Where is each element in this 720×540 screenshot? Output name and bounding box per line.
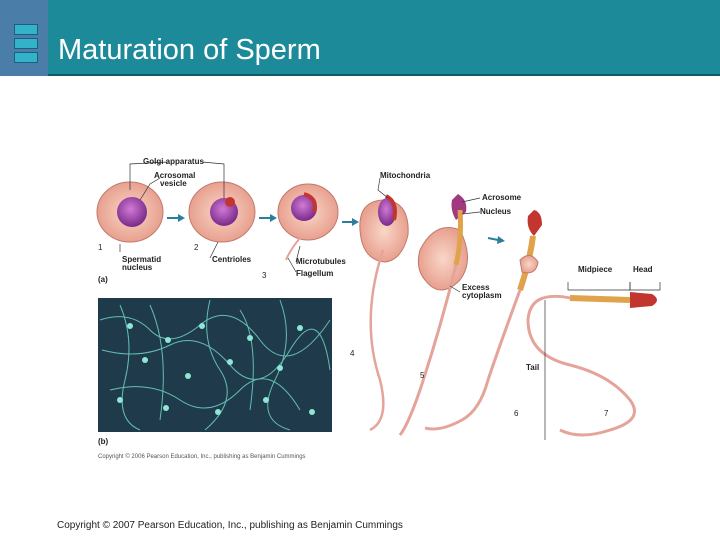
step-7-number: 7 xyxy=(604,409,609,418)
label-head: Head xyxy=(633,265,653,274)
slide-logo-icon xyxy=(14,24,38,66)
arrow-5 xyxy=(488,238,498,240)
step-2-number: 2 xyxy=(194,243,199,252)
stage-3-spermatid xyxy=(278,184,338,260)
label-golgi-apparatus: Golgi apparatus xyxy=(143,157,204,166)
slide-title: Maturation of Sperm xyxy=(58,34,321,67)
sperm-maturation-diagram: Golgi apparatus Acrosomal vesicle 1 Sper… xyxy=(90,150,690,470)
arrow-2-head xyxy=(270,214,277,222)
header-rule xyxy=(0,74,720,76)
stage-1-spermatid xyxy=(97,182,163,242)
label-tail: Tail xyxy=(526,363,539,372)
step-4-number: 4 xyxy=(350,349,355,358)
micrograph-panel-b xyxy=(98,298,332,432)
stage-5-spermatid xyxy=(400,194,468,435)
label-spermatid-nucleus-line2: nucleus xyxy=(122,263,153,272)
image-copyright-small: Copyright © 2006 Pearson Education, Inc.… xyxy=(98,453,306,460)
slide-footer-copyright: Copyright © 2007 Pearson Education, Inc.… xyxy=(57,520,403,531)
label-acrosomal-vesicle-line2: vesicle xyxy=(160,179,187,188)
label-midpiece: Midpiece xyxy=(578,265,613,274)
label-excess-cytoplasm-line2: cytoplasm xyxy=(462,291,502,300)
label-acrosome: Acrosome xyxy=(482,193,522,202)
step-1-number: 1 xyxy=(98,243,103,252)
step-5-number: 5 xyxy=(420,371,425,380)
label-flagellum: Flagellum xyxy=(296,269,333,278)
panel-a-label: (a) xyxy=(98,275,108,284)
stage-7-spermatozoon xyxy=(528,292,657,435)
label-nucleus: Nucleus xyxy=(480,207,512,216)
label-microtubules: Microtubules xyxy=(296,257,346,266)
arrow-5-head xyxy=(497,236,505,244)
arrow-3-head xyxy=(352,218,359,226)
step-3-number: 3 xyxy=(262,271,267,280)
label-mitochondria: Mitochondria xyxy=(380,171,431,180)
stage-4-spermatid xyxy=(360,196,408,430)
label-centrioles: Centrioles xyxy=(212,255,252,264)
arrow-1-head xyxy=(178,214,185,222)
stage-2-spermatid xyxy=(189,182,255,242)
step-6-number: 6 xyxy=(514,409,519,418)
panel-b-label: (b) xyxy=(98,437,109,446)
